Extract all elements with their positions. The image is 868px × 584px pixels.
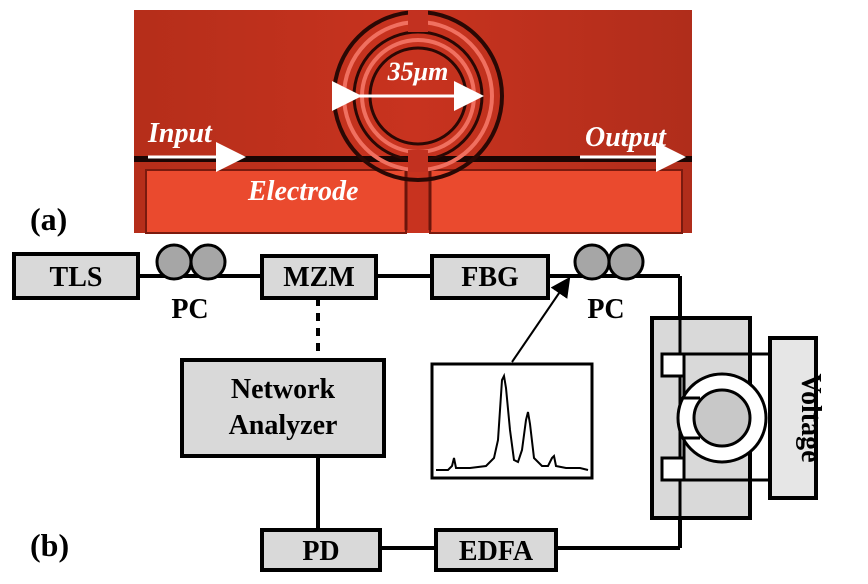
panel-a-label: (a)	[30, 201, 67, 237]
pd-block: PD	[260, 528, 382, 572]
spectrum-pointer-arrow	[511, 276, 571, 363]
fbg-block: FBG	[430, 254, 550, 300]
ring-diameter-label: 35μm	[387, 57, 449, 86]
network-analyzer-label-line2: Analyzer	[229, 410, 338, 441]
network-analyzer-block: Network Analyzer	[180, 358, 386, 458]
voltage-label: Voltage	[795, 373, 826, 462]
pc-right-paddle-1	[573, 243, 611, 281]
pc-left-paddle-2	[189, 243, 227, 281]
electrode-label: Electrode	[247, 176, 358, 207]
pd-label: PD	[302, 536, 339, 567]
pc-right-paddle-2	[607, 243, 645, 281]
input-label: Input	[147, 118, 213, 149]
ring-device	[650, 316, 770, 520]
edfa-label: EDFA	[459, 536, 534, 567]
fbg-label: FBG	[461, 262, 519, 293]
voltage-block: Voltage	[768, 336, 826, 500]
pc-left: PC	[155, 243, 227, 325]
pc-left-paddle-1	[155, 243, 193, 281]
tls-block: TLS	[12, 252, 140, 300]
spectrum-inset	[430, 276, 594, 480]
spectrum-trace	[436, 372, 589, 471]
pc-right: PC	[573, 243, 645, 325]
chip-micrograph: 35μm Input Output Electrode	[134, 10, 692, 234]
pc-right-label: PC	[587, 294, 624, 325]
network-analyzer-label-line1: Network	[231, 374, 336, 405]
device-pad-bottom	[660, 456, 686, 482]
tls-label: TLS	[50, 262, 103, 293]
output-label: Output	[585, 122, 667, 153]
device-pad-top	[660, 352, 686, 378]
electrode-pad-right	[429, 169, 683, 234]
mzm-block: MZM	[260, 254, 378, 300]
device-ring-inner	[692, 388, 752, 448]
fiber-links	[138, 274, 682, 550]
electrode-pad-left	[145, 169, 407, 234]
pc-left-label: PC	[171, 294, 208, 325]
panel-b-label: (b)	[30, 527, 69, 563]
edfa-block: EDFA	[434, 528, 558, 572]
mzm-label: MZM	[283, 262, 355, 293]
